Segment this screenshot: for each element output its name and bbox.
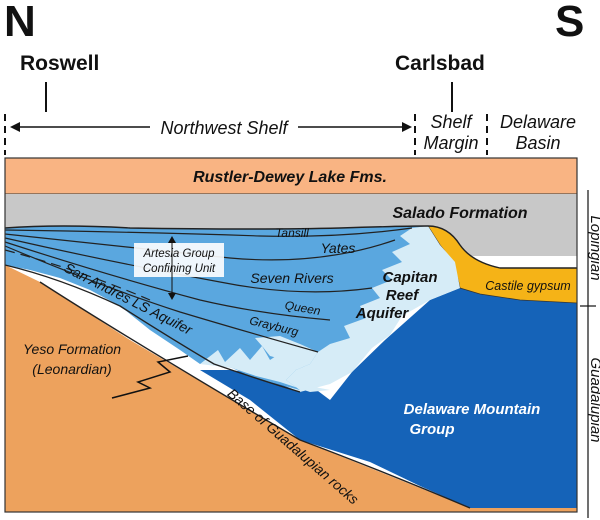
queen-label: Queen bbox=[284, 298, 322, 318]
shelf-arrowhead-left bbox=[10, 122, 20, 132]
reef-finger-middle bbox=[255, 336, 318, 370]
roswell-label: Roswell bbox=[20, 52, 99, 75]
artesia-arrow-up bbox=[168, 236, 176, 243]
section-frame bbox=[4, 157, 578, 513]
seven-rivers-label: Seven Rivers bbox=[250, 270, 333, 286]
guadalupian-label: Guadalupian bbox=[587, 357, 600, 442]
rustler-dewey-lake-layer bbox=[4, 157, 578, 195]
artesia-group-layer bbox=[5, 226, 428, 390]
reef-finger-lower bbox=[200, 346, 330, 392]
seven-rivers-bedding-line bbox=[4, 237, 373, 293]
yeso-label-1: Yeso Formation bbox=[23, 341, 121, 357]
delaware-mountain-label-2: Group bbox=[410, 421, 455, 438]
lightning-contact-line bbox=[111, 355, 189, 399]
shelf-margin-label-1: Shelf bbox=[430, 112, 473, 132]
rustler-label: Rustler-Dewey Lake Fms. bbox=[193, 169, 387, 186]
capitan-label-3: Aquifer bbox=[355, 305, 410, 322]
grayburg-bedding-line bbox=[4, 245, 319, 353]
carlsbad-label: Carlsbad bbox=[395, 52, 485, 75]
salado-label: Salado Formation bbox=[392, 205, 527, 222]
yeso-formation-layer bbox=[5, 265, 577, 512]
tansill-bedding-line bbox=[4, 227, 413, 237]
shelf-arrowhead-right bbox=[402, 122, 412, 132]
artesia-label-2: Confining Unit bbox=[143, 263, 216, 275]
south-label: S bbox=[555, 0, 584, 46]
lopingian-label: Lopingian bbox=[587, 215, 600, 280]
san-andres-base-line bbox=[4, 264, 301, 393]
capitan-label-1: Capitan bbox=[382, 269, 437, 286]
salado-base-line bbox=[4, 225, 577, 269]
artesia-arrow-down bbox=[168, 293, 176, 300]
northwest-shelf-label: Northwest Shelf bbox=[160, 118, 289, 138]
artesia-callout-box bbox=[134, 243, 224, 277]
north-label: N bbox=[4, 0, 36, 46]
capitan-label-2: Reef bbox=[386, 287, 421, 304]
artesia-base-dashed-line bbox=[4, 249, 151, 301]
tansill-label: Tansill bbox=[275, 226, 309, 240]
artesia-label-1: Artesia Group bbox=[143, 248, 216, 260]
queen-bedding-line bbox=[4, 241, 331, 321]
delaware-basin-label-2: Basin bbox=[515, 133, 560, 153]
delaware-basin-label-1: Delaware bbox=[500, 112, 576, 132]
yeso-label-2: (Leonardian) bbox=[32, 361, 111, 377]
base-guadalupian-line bbox=[39, 281, 471, 509]
delaware-mountain-label-1: Delaware Mountain bbox=[404, 401, 541, 418]
castile-label: Castile gypsum bbox=[485, 279, 570, 293]
delaware-mountain-group-layer bbox=[200, 288, 577, 508]
shelf-margin-label-2: Margin bbox=[423, 133, 478, 153]
yates-label: Yates bbox=[321, 240, 356, 256]
